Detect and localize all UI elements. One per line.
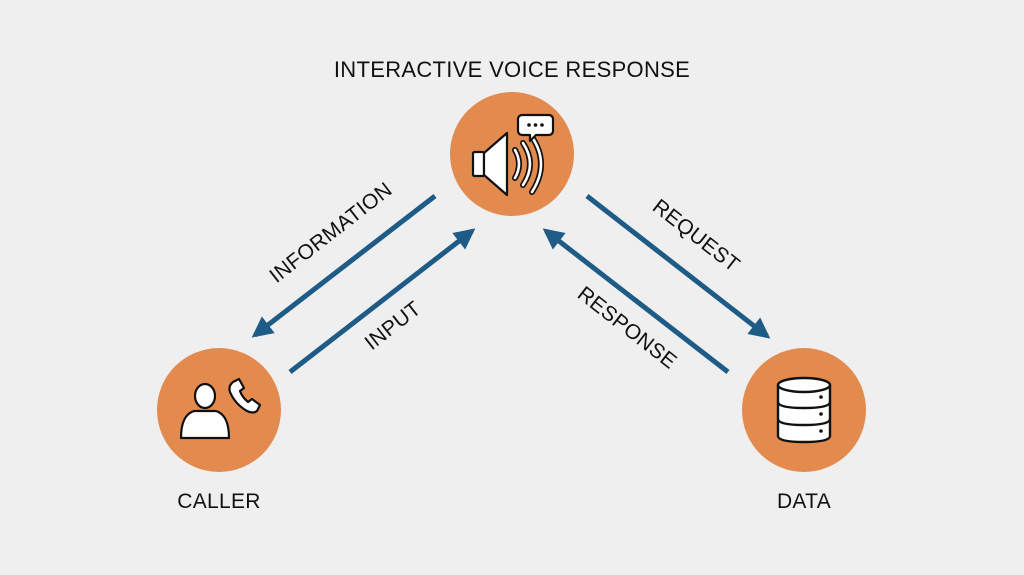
ivr-label: INTERACTIVE VOICE RESPONSE <box>334 57 690 82</box>
ivr-node: INTERACTIVE VOICE RESPONSE <box>334 57 690 216</box>
person-phone-icon <box>179 377 262 440</box>
information-arrow <box>251 194 437 338</box>
data-label: DATA <box>777 490 831 513</box>
request-label: REQUEST <box>648 195 744 277</box>
request-arrow <box>585 194 771 339</box>
ivr-circle <box>450 92 574 216</box>
information-label: INFORMATION <box>265 178 396 288</box>
response-arrow <box>542 228 730 374</box>
input-arrow <box>288 228 476 374</box>
data-node: DATA <box>742 348 866 513</box>
database-icon <box>776 376 832 444</box>
caller-label: CALLER <box>177 490 261 513</box>
speaker-speech-bubble-icon <box>471 113 555 197</box>
caller-node: CALLER <box>157 348 281 513</box>
caller-circle <box>157 348 281 472</box>
input-label: INPUT <box>361 297 426 355</box>
